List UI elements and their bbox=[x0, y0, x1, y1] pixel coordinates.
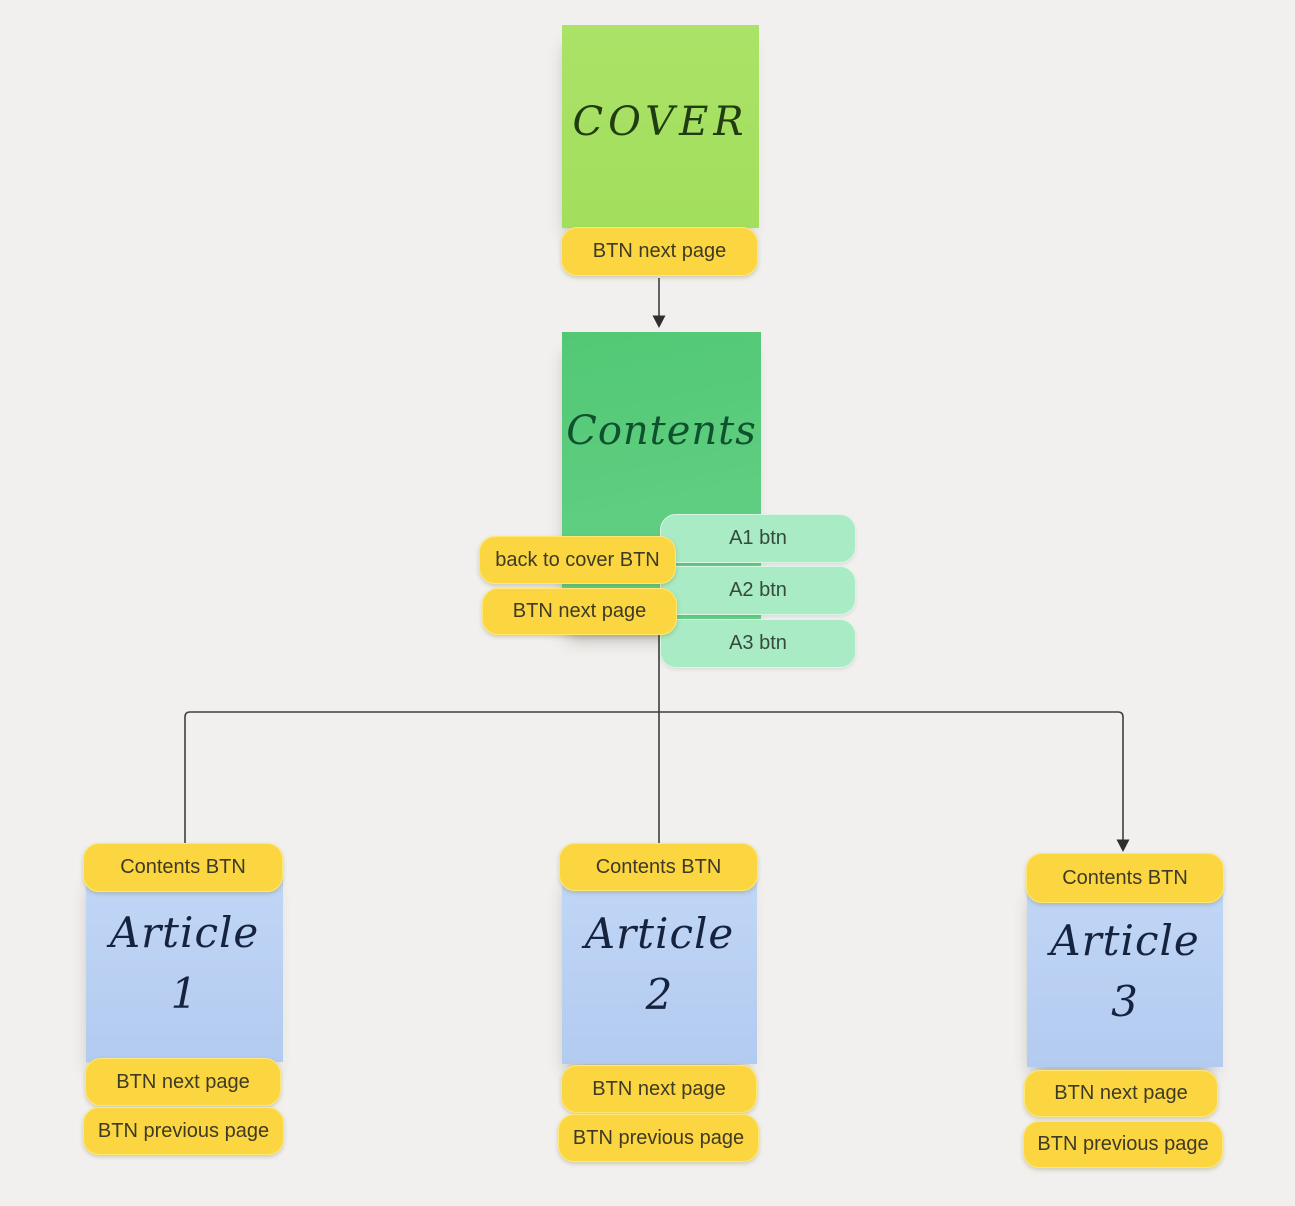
article3-next-page-button[interactable]: BTN next page bbox=[1024, 1070, 1218, 1117]
back-to-cover-label: back to cover BTN bbox=[495, 548, 660, 571]
article2-title: Article bbox=[584, 909, 735, 959]
article2-link-button[interactable]: A2 btn bbox=[660, 566, 856, 615]
article3-contents-button[interactable]: Contents BTN bbox=[1026, 853, 1224, 903]
article2-next-page-button[interactable]: BTN next page bbox=[561, 1065, 757, 1113]
article1-next-page-button[interactable]: BTN next page bbox=[85, 1058, 281, 1106]
article1-previous-page-button[interactable]: BTN previous page bbox=[83, 1107, 284, 1155]
back-to-cover-button[interactable]: back to cover BTN bbox=[479, 536, 676, 584]
article3-title: Article bbox=[1050, 916, 1200, 966]
article2-number: 2 bbox=[645, 970, 674, 1019]
contents-next-page-button[interactable]: BTN next page bbox=[482, 588, 677, 635]
article1-number: 1 bbox=[170, 969, 199, 1018]
article2-contents-button[interactable]: Contents BTN bbox=[559, 843, 758, 891]
article3-sticky-note[interactable]: Article 3 bbox=[1027, 877, 1223, 1067]
article3-previous-page-label: BTN previous page bbox=[1037, 1133, 1209, 1155]
article2-sticky-note[interactable]: Article 2 bbox=[562, 866, 757, 1064]
cover-next-page-label: BTN next page bbox=[592, 240, 727, 262]
article1-previous-page-label: BTN previous page bbox=[97, 1119, 270, 1142]
connector-contents-to-article3[interactable] bbox=[659, 711, 1124, 840]
article3-link-label: A3 btn bbox=[729, 632, 787, 654]
cover-sticky-note[interactable]: COVER bbox=[562, 25, 759, 228]
article2-previous-page-label: BTN previous page bbox=[572, 1126, 745, 1149]
article1-sticky-note[interactable]: Article 1 bbox=[86, 866, 283, 1062]
article1-link-button[interactable]: A1 btn bbox=[660, 514, 856, 563]
article1-link-label: A1 btn bbox=[729, 527, 787, 549]
cover-title: COVER bbox=[572, 98, 749, 145]
contents-title: Contents bbox=[566, 408, 757, 454]
article3-contents-label: Contents BTN bbox=[1062, 866, 1188, 889]
article2-previous-page-button[interactable]: BTN previous page bbox=[558, 1114, 759, 1162]
article2-next-page-label: BTN next page bbox=[592, 1077, 726, 1100]
article3-link-button[interactable]: A3 btn bbox=[660, 619, 856, 668]
article2-link-label: A2 btn bbox=[729, 579, 787, 601]
cover-next-page-button[interactable]: BTN next page bbox=[561, 227, 758, 276]
article3-next-page-label: BTN next page bbox=[1054, 1082, 1188, 1104]
arrowhead-contents bbox=[652, 315, 666, 328]
article1-title: Article bbox=[109, 908, 260, 958]
arrowhead-article3 bbox=[1116, 839, 1130, 852]
connector-contents-to-article1[interactable] bbox=[184, 711, 659, 845]
article1-next-page-label: BTN next page bbox=[116, 1070, 250, 1093]
article3-previous-page-button[interactable]: BTN previous page bbox=[1023, 1121, 1223, 1168]
article1-contents-label: Contents BTN bbox=[120, 856, 246, 878]
article3-number: 3 bbox=[1111, 977, 1139, 1026]
article2-contents-label: Contents BTN bbox=[595, 855, 722, 878]
contents-next-page-label: BTN next page bbox=[512, 600, 647, 622]
article1-contents-button[interactable]: Contents BTN bbox=[83, 843, 283, 892]
